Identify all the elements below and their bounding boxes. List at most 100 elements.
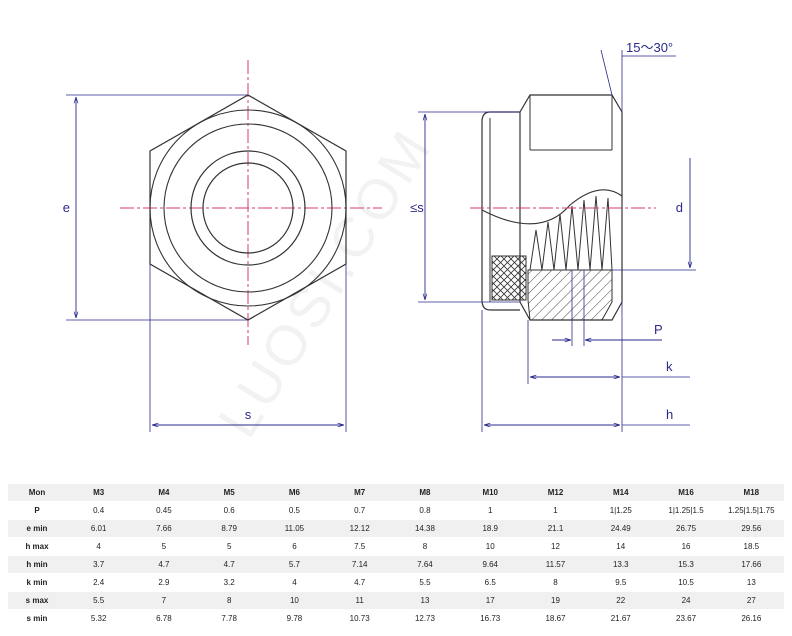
table-cell: 10 [457, 537, 523, 556]
thread-profile [529, 195, 613, 271]
angle-leader-line [600, 49, 613, 96]
table-cell: 1.25|1.5|1.75 [718, 501, 784, 520]
table-cell: 18.67 [522, 609, 589, 628]
table-cell: 2.9 [131, 573, 197, 592]
table-cell: 22 [588, 591, 654, 610]
table-row-label: h min [8, 555, 66, 574]
table-cell: 7.78 [196, 609, 262, 628]
table-cell: 13.3 [588, 555, 654, 574]
table-cell: 5 [131, 537, 197, 556]
table-cell: 7.14 [327, 555, 393, 574]
collar-outline [481, 111, 520, 311]
table-cell: 8.79 [196, 519, 262, 538]
table-cell: 17 [457, 591, 523, 610]
side-view: 15～30° ≤s d P k h [410, 40, 696, 432]
table-header-cell: M6 [261, 484, 328, 502]
table-row-label: s max [8, 591, 66, 610]
table-cell: 13 [392, 591, 458, 610]
table-cell: 26.16 [718, 609, 784, 628]
table-header-cell: M8 [392, 484, 458, 502]
e-label: e [63, 200, 70, 215]
table-cell: 4 [66, 537, 132, 556]
table-cell: 26.75 [653, 519, 719, 538]
table-cell: 0.4 [66, 501, 132, 520]
table-cell: 12.12 [327, 519, 393, 538]
s-side-label: ≤s [410, 200, 424, 215]
table-cell: 1|1.25 [588, 501, 654, 520]
table-cell: 0.8 [392, 501, 458, 520]
p-label: P [654, 322, 663, 337]
table-cell: 12.73 [392, 609, 458, 628]
table-cell: 19 [522, 591, 589, 610]
table-cell: 6.5 [457, 573, 523, 592]
table-cell: 3.7 [66, 555, 132, 574]
washer-face-circle [163, 123, 333, 293]
table-cell: 4.7 [131, 555, 197, 574]
table-cell: 1|1.25|1.5 [653, 501, 719, 520]
table-row-label: h max [8, 537, 66, 556]
table-cell: 4 [261, 573, 328, 592]
table-cell: 15.3 [653, 555, 719, 574]
table-header-cell: M10 [457, 484, 523, 502]
table-cell: 0.6 [196, 501, 262, 520]
table-cell: 11.05 [261, 519, 328, 538]
front-view: e s [63, 60, 382, 432]
table-cell: 6.01 [66, 519, 132, 538]
table-cell: 9.64 [457, 555, 523, 574]
table-header-cell: M5 [196, 484, 262, 502]
table-cell: 0.7 [327, 501, 393, 520]
table-cell: 1 [457, 501, 523, 520]
technical-drawing: e s 15～30° ≤s [63, 40, 696, 432]
table-cell: 7.5 [327, 537, 393, 556]
table-cell: 7 [131, 591, 197, 610]
table-header-cell: M14 [588, 484, 654, 502]
table-cell: 29.56 [718, 519, 784, 538]
table-cell: 7.66 [131, 519, 197, 538]
table-header-cell: M4 [131, 484, 197, 502]
table-cell: 27 [718, 591, 784, 610]
table-cell: 8 [392, 537, 458, 556]
table-cell: 6 [261, 537, 328, 556]
table-row-label: e min [8, 519, 66, 538]
table-cell: 1 [522, 501, 589, 520]
table-cell: 10 [261, 591, 328, 610]
table-cell: 7.64 [392, 555, 458, 574]
table-cell: 5.32 [66, 609, 132, 628]
table-header-cell: M3 [66, 484, 132, 502]
table-cell: 17.66 [718, 555, 784, 574]
angle-label: 15～30° [626, 40, 673, 55]
table-cell: 0.45 [131, 501, 197, 520]
table-cell: 16 [653, 537, 719, 556]
section-hatch [527, 269, 613, 321]
chamfer-circle [149, 109, 347, 307]
section-break-line [481, 189, 623, 225]
table-cell: 4.7 [327, 573, 393, 592]
table-row-label: k min [8, 573, 66, 592]
table-header-cell: M12 [522, 484, 589, 502]
table-cell: 12 [522, 537, 589, 556]
table-cell: 21.67 [588, 609, 654, 628]
table-cell: 5.7 [261, 555, 328, 574]
table-cell: 14 [588, 537, 654, 556]
table-cell: 8 [196, 591, 262, 610]
nylon-ring [491, 255, 527, 301]
table-cell: 3.2 [196, 573, 262, 592]
s-front-label: s [245, 407, 252, 422]
table-cell: 0.5 [261, 501, 328, 520]
table-cell: 18.9 [457, 519, 523, 538]
table-cell: 11.57 [522, 555, 589, 574]
table-cell: 2.4 [66, 573, 132, 592]
table-header-cell: M7 [327, 484, 393, 502]
hex-body-outline [519, 94, 623, 321]
table-cell: 9.78 [261, 609, 328, 628]
table-cell: 4.7 [196, 555, 262, 574]
table-cell: 11 [327, 591, 393, 610]
table-cell: 5.5 [392, 573, 458, 592]
